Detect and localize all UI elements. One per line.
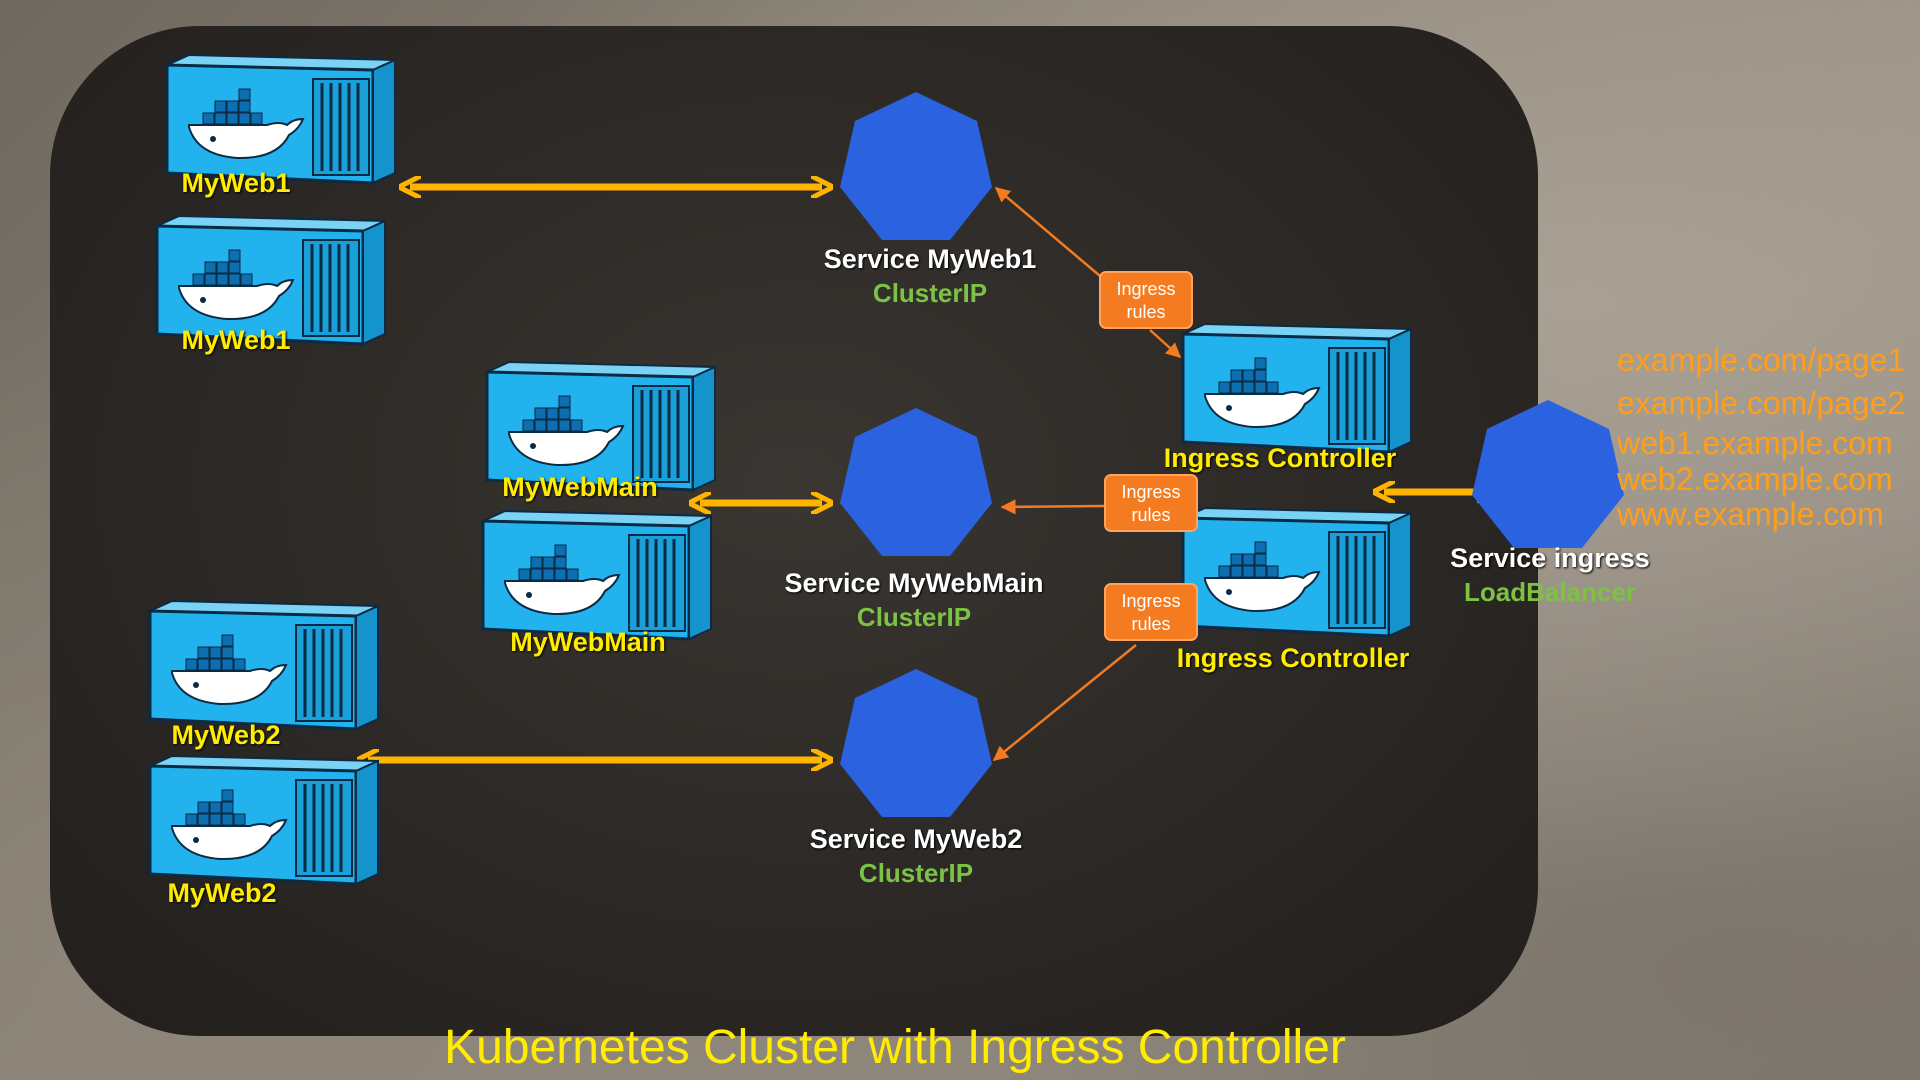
- container-icon-mywebmain-a: [485, 360, 717, 492]
- container-icon-ingress-controller-b: [1181, 506, 1413, 638]
- container-icon-myweb1-a: [165, 53, 397, 185]
- ingress-rules-box-bottom: Ingress rules: [1104, 583, 1198, 641]
- service-myweb1-icon: [840, 92, 992, 240]
- container-label-myweb2-a: MyWeb2: [171, 720, 281, 750]
- service-myweb2-icon: [840, 669, 992, 817]
- service-mywebmain-type: ClusterIP: [856, 602, 972, 632]
- service-mywebmain-name: Service MyWebMain: [784, 568, 1044, 598]
- container-icon-myweb2-b: [148, 754, 380, 886]
- service-ingress-type: LoadBalancer: [1464, 577, 1636, 607]
- url-item: example.com/page2: [1617, 385, 1906, 421]
- ingress-rules-middle-line2: rules: [1131, 505, 1171, 525]
- container-label-mywebmain-b: MyWebMain: [510, 627, 666, 657]
- arrow-rules-to-service-myweb1: [994, 187, 1101, 277]
- service-myweb1-name: Service MyWeb1: [823, 244, 1037, 274]
- diagram-title: Kubernetes Cluster with Ingress Controll…: [444, 1021, 1346, 1074]
- url-item: www.example.com: [1617, 496, 1884, 532]
- arrow-rules-to-ingress-controller: [1149, 329, 1182, 359]
- container-label-myweb2-b: MyWeb2: [167, 878, 277, 908]
- arrow-rules-to-service-mywebmain: [1000, 499, 1105, 515]
- container-label-myweb1-a: MyWeb1: [181, 168, 291, 198]
- ingress-rules-bottom-line2: rules: [1131, 614, 1171, 634]
- container-icon-mywebmain-b: [481, 509, 713, 641]
- ingress-rules-bottom-line1: Ingress: [1121, 591, 1181, 611]
- ingress-rules-top-line2: rules: [1126, 302, 1166, 322]
- service-myweb2-type: ClusterIP: [858, 858, 974, 888]
- ingress-rules-box-middle: Ingress rules: [1104, 474, 1198, 532]
- container-label-myweb1-b: MyWeb1: [181, 325, 291, 355]
- url-item: web2.example.com: [1617, 461, 1893, 497]
- service-mywebmain-icon: [840, 408, 992, 556]
- url-item: example.com/page1: [1617, 342, 1906, 378]
- service-myweb1-type: ClusterIP: [872, 278, 988, 308]
- service-myweb2-name: Service MyWeb2: [809, 824, 1023, 854]
- container-label-ingress-controller-b: Ingress Controller: [1176, 643, 1410, 673]
- ingress-rules-middle-line1: Ingress: [1121, 482, 1181, 502]
- container-label-ingress-controller-a: Ingress Controller: [1163, 443, 1397, 473]
- ingress-rules-box-top: Ingress rules: [1099, 271, 1193, 329]
- service-ingress-icon: [1472, 400, 1624, 548]
- container-icon-ingress-controller-a: [1181, 322, 1413, 454]
- url-item: web1.example.com: [1617, 425, 1893, 461]
- arrow-rules-to-service-myweb2: [992, 644, 1137, 761]
- container-label-mywebmain-a: MyWebMain: [502, 472, 658, 502]
- ingress-rules-top-line1: Ingress: [1116, 279, 1176, 299]
- service-ingress-name: Service ingress: [1450, 543, 1650, 573]
- container-icon-myweb2-a: [148, 599, 380, 731]
